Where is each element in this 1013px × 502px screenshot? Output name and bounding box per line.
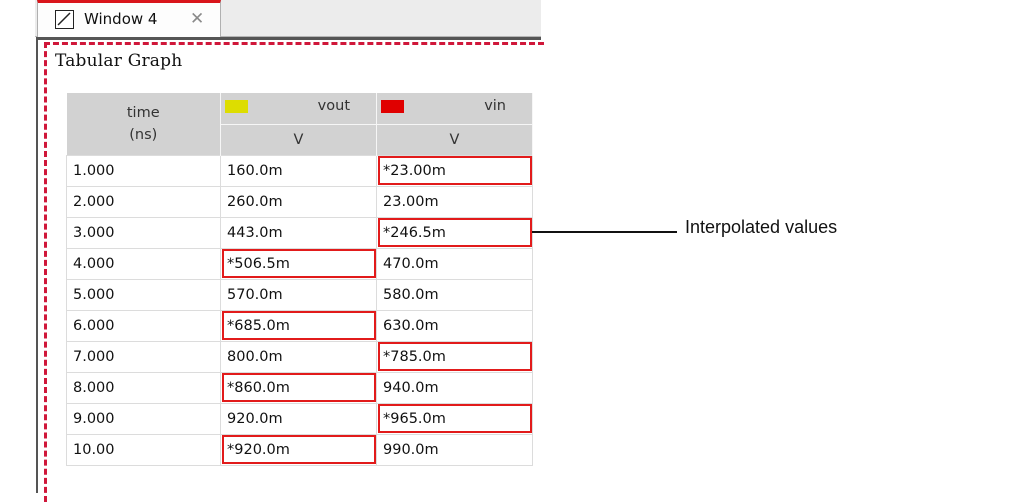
time-cell[interactable]: 9.000	[66, 402, 221, 435]
time-cell[interactable]: 8.000	[66, 371, 221, 404]
vin-header-name: vin	[484, 98, 506, 114]
vin-cell[interactable]: *965.0m	[376, 402, 533, 435]
callout-line	[532, 231, 677, 233]
column-header-vout[interactable]: vout	[220, 93, 377, 125]
vout-cell[interactable]: 260.0m	[220, 185, 377, 218]
vout-color-swatch	[225, 100, 248, 113]
time-cell[interactable]: 10.00	[66, 433, 221, 466]
window-frame-left	[36, 37, 40, 493]
vout-cell[interactable]: *685.0m	[220, 309, 377, 342]
vout-unit-header: V	[220, 124, 377, 155]
vout-cell[interactable]: 443.0m	[220, 216, 377, 249]
vin-cell[interactable]: *246.5m	[376, 216, 533, 249]
vin-cell[interactable]: *23.00m	[376, 154, 533, 187]
vout-cell[interactable]: *860.0m	[220, 371, 377, 404]
vin-cell[interactable]: 580.0m	[376, 278, 533, 311]
vin-cell[interactable]: 630.0m	[376, 309, 533, 342]
vin-color-swatch	[381, 100, 404, 113]
vin-cell[interactable]: 990.0m	[376, 433, 533, 466]
vout-cell[interactable]: *920.0m	[220, 433, 377, 466]
time-cell[interactable]: 3.000	[66, 216, 221, 249]
time-cell[interactable]: 5.000	[66, 278, 221, 311]
vout-cell[interactable]: 160.0m	[220, 154, 377, 187]
close-icon[interactable]: ✕	[190, 9, 205, 29]
column-header-time[interactable]: time (ns)	[66, 93, 221, 155]
window-frame-top	[38, 37, 541, 40]
vin-cell[interactable]: 23.00m	[376, 185, 533, 218]
time-cell[interactable]: 6.000	[66, 309, 221, 342]
tab-window-4[interactable]: Window 4 ✕	[37, 0, 221, 37]
vin-unit-header: V	[376, 124, 533, 155]
vout-cell[interactable]: 570.0m	[220, 278, 377, 311]
time-cell[interactable]: 1.000	[66, 154, 221, 187]
time-cell[interactable]: 4.000	[66, 247, 221, 280]
vout-cell[interactable]: 920.0m	[220, 402, 377, 435]
vin-cell[interactable]: 940.0m	[376, 371, 533, 404]
time-header-name: time	[126, 104, 160, 121]
panel-title: Tabular Graph	[55, 51, 183, 71]
time-cell[interactable]: 2.000	[66, 185, 221, 218]
column-header-vin[interactable]: vin	[376, 93, 533, 125]
vin-cell[interactable]: 470.0m	[376, 247, 533, 280]
callout-interpolated-values: Interpolated values	[685, 217, 838, 237]
vin-cell[interactable]: *785.0m	[376, 340, 533, 373]
vout-cell[interactable]: 800.0m	[220, 340, 377, 373]
vout-cell[interactable]: *506.5m	[220, 247, 377, 280]
tab-strip: Window 4 ✕	[35, 0, 541, 37]
time-cell[interactable]: 7.000	[66, 340, 221, 373]
graph-icon	[55, 10, 74, 29]
graph-panel[interactable]	[44, 42, 544, 502]
time-header-unit: (ns)	[129, 126, 158, 143]
vout-header-name: vout	[317, 98, 350, 114]
tab-label: Window 4	[84, 10, 158, 28]
